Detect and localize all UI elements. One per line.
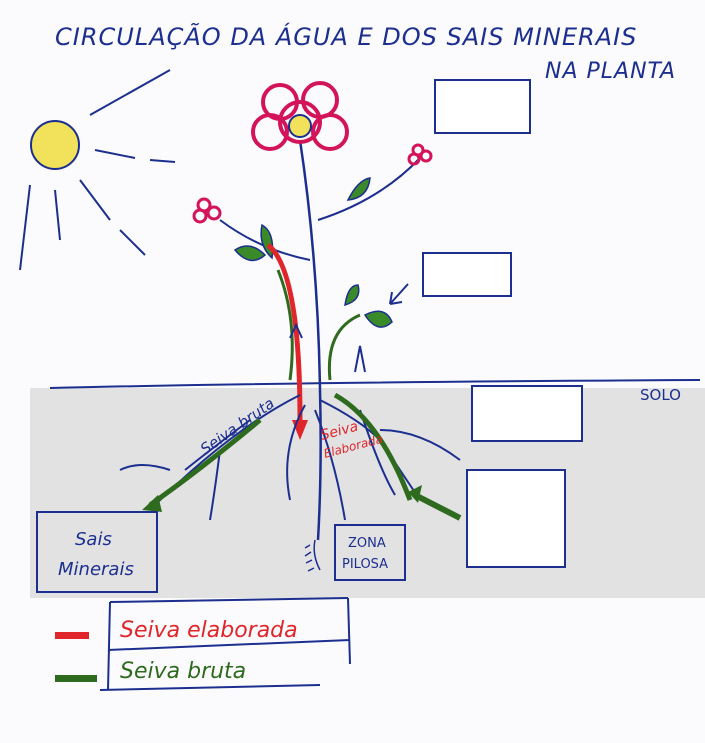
zona-pilosa-line-2: PILOSA — [342, 557, 388, 572]
title-line-1: CIRCULAÇÃO DA ÁGUA E DOS SAIS MINERAIS — [55, 21, 637, 51]
pointer-arrow — [389, 283, 409, 305]
zona-pilosa-box — [334, 524, 406, 581]
leaf-right-1 — [344, 284, 360, 307]
sun-icon — [19, 69, 176, 271]
sais-minerais-line-1: Sais — [75, 529, 112, 550]
sais-minerais-line-2: Minerais — [58, 559, 134, 580]
green-root-right — [333, 392, 413, 501]
legend-red-swatch — [55, 632, 89, 639]
answer-box-3[interactable] — [471, 385, 583, 442]
root-hairs — [304, 539, 321, 572]
legend-green-label: Seiva bruta — [120, 659, 246, 684]
answer-box-2[interactable] — [422, 252, 512, 297]
legend-green-swatch — [55, 675, 97, 682]
green-arrow-in — [413, 492, 462, 521]
zona-pilosa-line-1: ZONA — [348, 536, 386, 551]
legend-red-label: Seiva elaborada — [120, 618, 298, 643]
soil-line — [49, 379, 701, 389]
leaf-right-2 — [363, 310, 393, 328]
leaf-left-1 — [233, 245, 267, 262]
plant-stem — [298, 139, 322, 541]
leaf-right-top — [346, 177, 371, 201]
small-flower-right-icon — [407, 143, 433, 166]
sais-minerais-box — [36, 511, 158, 593]
right-branch — [317, 157, 421, 221]
seiva-bruta-arrow-left — [276, 269, 294, 381]
green-root-left — [148, 418, 262, 508]
answer-box-1[interactable] — [434, 79, 531, 134]
small-flower-left-icon — [192, 197, 222, 224]
title-line-2: NA PLANTA — [545, 59, 676, 84]
seiva-bruta-arrow-right — [327, 313, 361, 381]
seiva-elaborada-arrow — [266, 243, 303, 421]
flower-icon — [251, 81, 349, 151]
solo-label: SOLO — [640, 386, 681, 404]
answer-box-4[interactable] — [466, 469, 566, 568]
legend: Seiva elaborada Seiva bruta — [55, 597, 351, 691]
